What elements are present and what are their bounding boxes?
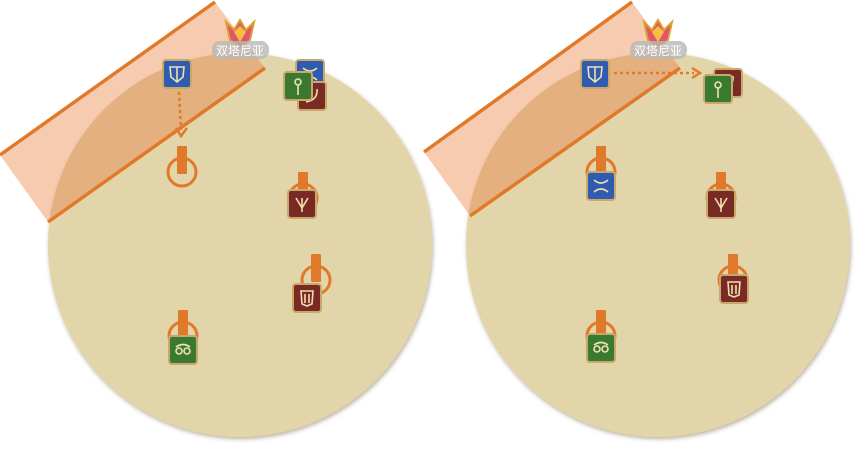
boss-marker: 双塔尼亚 <box>630 18 687 59</box>
player-dps <box>292 283 322 313</box>
trident-icon <box>714 197 728 212</box>
dotted-down-arrow-icon <box>174 91 188 139</box>
boss-name-label: 双塔尼亚 <box>634 44 682 58</box>
staff-icon <box>714 81 722 98</box>
shield-icon <box>587 66 603 84</box>
player-tank <box>580 59 610 89</box>
player-dps <box>719 274 749 304</box>
player-dps <box>287 189 317 219</box>
player-tank <box>586 171 616 201</box>
dotted-right-arrow-icon <box>614 66 703 80</box>
line-aoe-band <box>0 0 267 224</box>
player-tank <box>162 59 192 89</box>
arena-panel-left: 双塔尼亚 <box>0 0 432 437</box>
crossed-axes-icon <box>593 179 609 193</box>
staff-icon <box>294 78 302 95</box>
curved-blade-icon <box>305 88 318 103</box>
player-healer <box>586 333 616 363</box>
player-dps <box>706 189 736 219</box>
orbs-icon <box>593 341 609 353</box>
banner-icon <box>727 281 741 298</box>
player-healer <box>703 74 733 104</box>
boss-marker: 双塔尼亚 <box>212 18 269 59</box>
orbs-icon <box>175 343 191 355</box>
trident-icon <box>295 197 309 212</box>
player-dps <box>297 81 327 111</box>
boss-name-label: 双塔尼亚 <box>216 44 264 58</box>
player-healer <box>168 335 198 365</box>
player-healer <box>283 71 313 101</box>
banner-icon <box>300 290 314 307</box>
line-aoe-band <box>422 0 682 218</box>
shield-icon <box>169 66 185 84</box>
arena-panel-right: 双塔尼亚 <box>422 0 850 437</box>
